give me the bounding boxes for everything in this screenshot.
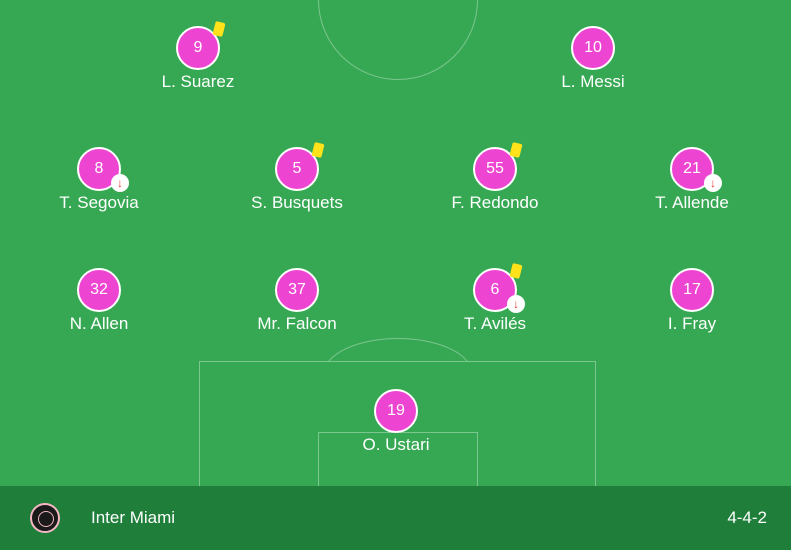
yellow-card-icon	[509, 262, 523, 280]
team-crest-icon	[30, 503, 60, 533]
shirt-number: 5	[275, 141, 325, 191]
player-falcon[interactable]: 37 Mr. Falcon	[217, 268, 377, 334]
shirt-number: 10	[571, 26, 615, 70]
player-ustari[interactable]: 19 O. Ustari	[316, 389, 476, 455]
player-name: F. Redondo	[451, 193, 539, 212]
player-name: T. Segovia	[59, 193, 139, 212]
team-name: Inter Miami	[91, 508, 176, 527]
substitution-out-icon: ↓	[111, 174, 129, 192]
player-name: T. Allende	[655, 193, 729, 212]
shirt-number: 9	[176, 20, 226, 70]
yellow-card-icon	[311, 141, 325, 159]
formation: 4-4-2	[727, 508, 767, 527]
pitch: 9 L. Suarez 10 L. Messi 8 ↓ T. Segovia 5…	[0, 0, 791, 486]
player-redondo[interactable]: 55 F. Redondo	[415, 141, 575, 213]
substitution-out-icon: ↓	[507, 295, 525, 313]
player-allende[interactable]: 21 ↓ T. Allende	[612, 147, 772, 213]
yellow-card-icon	[509, 141, 523, 159]
player-name: L. Messi	[561, 72, 625, 91]
team-footer: Inter Miami 4-4-2	[0, 486, 791, 550]
shirt-number: 21 ↓	[670, 147, 722, 192]
player-name: T. Avilés	[463, 314, 527, 333]
player-suarez[interactable]: 9 L. Suarez	[118, 20, 278, 92]
yellow-card-icon	[212, 20, 226, 38]
shirt-number: 17	[670, 268, 714, 312]
player-messi[interactable]: 10 L. Messi	[513, 26, 673, 92]
player-aviles[interactable]: 6 ↓ T. Avilés	[415, 262, 575, 334]
shirt-number: 32	[77, 268, 121, 312]
shirt-number: 6 ↓	[473, 262, 525, 313]
shirt-number: 37	[275, 268, 319, 312]
player-name: S. Busquets	[251, 193, 343, 212]
player-name: Mr. Falcon	[257, 314, 337, 333]
center-circle	[318, 0, 478, 80]
player-name: I. Fray	[667, 314, 717, 333]
penalty-box	[199, 361, 596, 486]
shirt-number: 8 ↓	[77, 147, 129, 192]
player-name: L. Suarez	[161, 72, 235, 91]
player-busquets[interactable]: 5 S. Busquets	[217, 141, 377, 213]
player-allen[interactable]: 32 N. Allen	[19, 268, 179, 334]
shirt-number: 19	[374, 389, 418, 433]
player-fray[interactable]: 17 I. Fray	[612, 268, 772, 334]
player-name: N. Allen	[69, 314, 129, 333]
player-name: O. Ustari	[362, 435, 430, 454]
shirt-number: 55	[473, 141, 523, 191]
player-segovia[interactable]: 8 ↓ T. Segovia	[19, 147, 179, 213]
substitution-out-icon: ↓	[704, 174, 722, 192]
